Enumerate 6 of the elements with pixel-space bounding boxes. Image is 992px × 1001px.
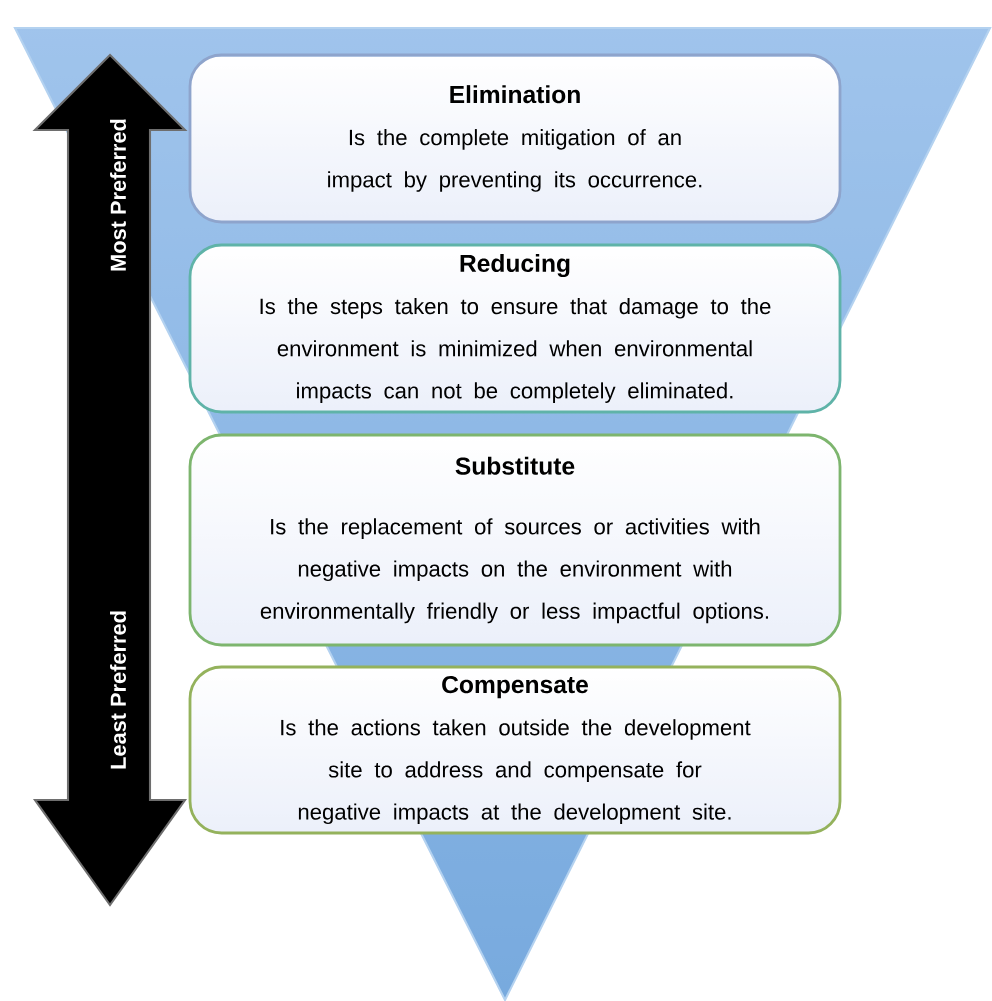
arrow-label: Least Preferred bbox=[110, 611, 126, 769]
arrow-label: Most Preferred bbox=[110, 119, 126, 271]
process-box: Elimination Is the complete mitigation of an impact by preventing its occurrence. bbox=[188, 53, 842, 224]
process-box: Substitute Is the replacement of sources or activities with negative impacts on the environment with environmentally friendly or less impactful options. bbox=[188, 433, 842, 647]
process-box: Compensate Is the actions taken outside the development site to address and compensate for negative impacts at the development site. bbox=[188, 665, 842, 835]
process-box: Reducing Is the steps taken to ensure that damage to the environment is minimized when environmental impacts can not be completely eliminated. bbox=[188, 243, 842, 414]
